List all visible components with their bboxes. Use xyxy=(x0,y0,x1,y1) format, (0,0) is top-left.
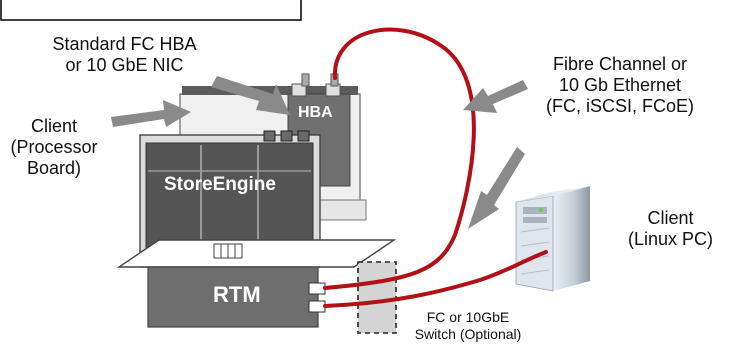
cable-hba-to-rtm xyxy=(323,27,476,290)
label-client-processor-board: Client (Processor Board) xyxy=(10,116,98,178)
cable-rtm-to-client-pc xyxy=(323,250,548,308)
label-switch: FC or 10GbE Switch (Optional) xyxy=(414,309,522,342)
arrow-to-cable xyxy=(463,80,528,113)
hba-label: HBA xyxy=(298,104,333,121)
arrow-to-switch xyxy=(468,147,525,229)
label-standard-hba: Standard FC HBA or 10 GbE NIC xyxy=(52,34,197,75)
label-fibre-channel: Fibre Channel or 10 Gb Ethernet (FC, iSC… xyxy=(545,54,694,116)
rtm-module xyxy=(147,266,326,328)
rtm-label: RTM xyxy=(213,282,261,307)
arrow-to-hba xyxy=(211,76,290,115)
fibre-cables xyxy=(323,27,548,308)
arrow-to-processor-board xyxy=(111,100,191,127)
chassis-platform xyxy=(116,239,397,268)
switch-box xyxy=(357,261,397,334)
linux-pc-icon xyxy=(515,186,590,292)
label-client-linux-pc: Client (Linux PC) xyxy=(627,208,714,249)
storeengine-label: StoreEngine xyxy=(164,174,276,195)
title-box-fragment xyxy=(0,0,302,21)
callout-arrows xyxy=(111,76,528,229)
